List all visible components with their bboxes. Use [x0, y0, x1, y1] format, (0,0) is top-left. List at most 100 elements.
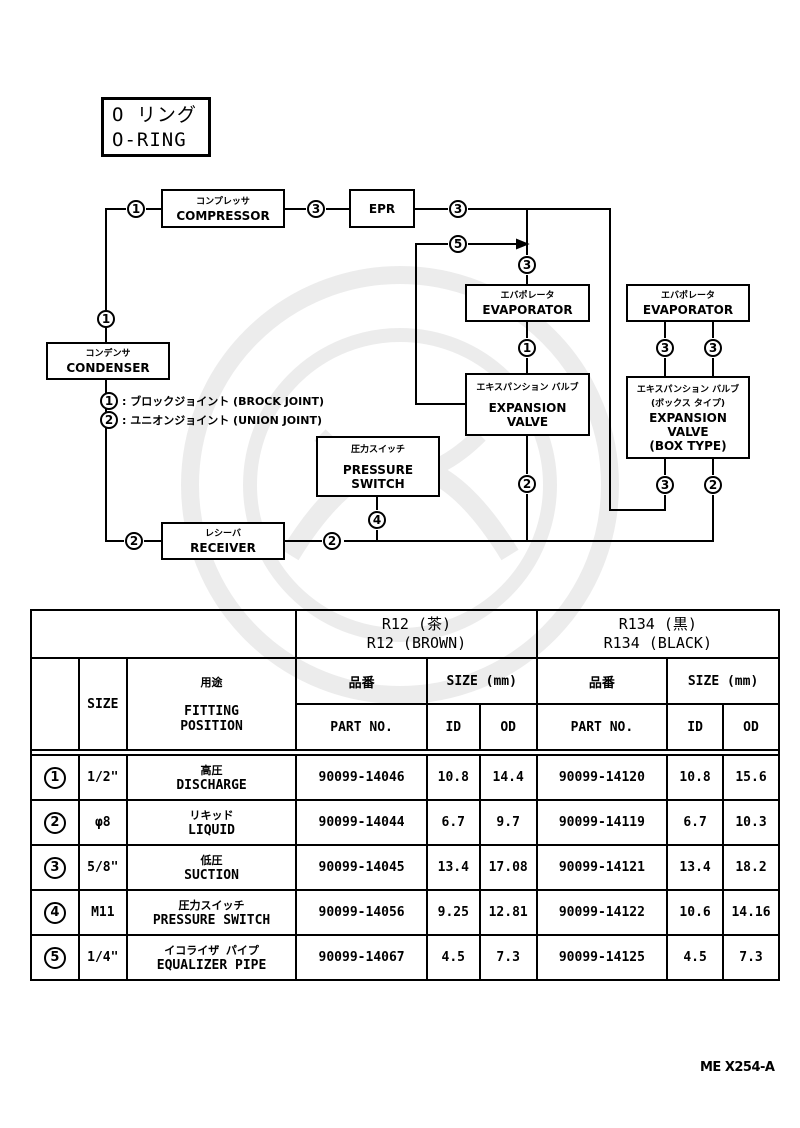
row-num: 1: [43, 766, 66, 789]
legend-node-1: 1: [100, 392, 118, 410]
evaporator2-label: EVAPORATOR: [642, 303, 734, 317]
row-r134-id: 4.5: [666, 934, 725, 981]
pressure-switch-label-2: SWITCH: [351, 476, 405, 491]
compressor-box: コンプレッサ COMPRESSOR: [161, 189, 285, 228]
row-r12-id: 6.7: [425, 799, 481, 846]
epr-label: EPR: [368, 201, 396, 216]
row-num: 3: [43, 856, 66, 879]
node-3: 3: [518, 256, 536, 274]
table-corner: [29, 609, 298, 659]
r134-part-no-jp: 品番: [535, 657, 669, 705]
row-r12-od: 12.81: [478, 889, 538, 936]
legend-node-2: 2: [100, 411, 118, 429]
node-3: 3: [656, 339, 674, 357]
legend-text-1: : ブロックジョイント (BROCK JOINT): [122, 395, 324, 408]
node-3: 3: [704, 339, 722, 357]
expansion-valve1-label-2: VALVE: [506, 414, 549, 429]
row-r134-od: 7.3: [722, 934, 780, 981]
r134-od-header: OD: [722, 703, 780, 751]
row-size: 1/4": [77, 934, 128, 981]
row-r12-part: 90099-14046: [295, 754, 428, 801]
node-4: 4: [368, 511, 386, 529]
r134-header-jp: R134 (黒): [618, 615, 697, 633]
o-ring-parts-table: R12 (茶) R12 (BROWN) R134 (黒) R134 (BLACK…: [29, 609, 781, 981]
node-2: 2: [704, 476, 722, 494]
row-r12-od: 17.08: [478, 844, 538, 891]
row-size: M11: [77, 889, 128, 936]
node-2: 2: [323, 532, 341, 550]
row-r134-part: 90099-14120: [535, 754, 669, 801]
row-num: 5: [43, 946, 66, 969]
evaporator2-label-jp: エバポレータ: [660, 291, 715, 301]
r134-header: R134 (黒) R134 (BLACK): [535, 609, 781, 659]
row-r134-part: 90099-14125: [535, 934, 669, 981]
evaporator1-label-jp: エバポレータ: [500, 291, 555, 301]
evaporator1-label: EVAPORATOR: [482, 303, 573, 317]
title-box: O リング O-RING: [101, 97, 211, 157]
row-r134-id: 13.4: [666, 844, 725, 891]
row-r134-part: 90099-14122: [535, 889, 669, 936]
expansion-valve-box-1: エキスパンション バルブ EXPANSION VALVE: [465, 373, 590, 436]
r12-part-no-jp: 品番: [295, 657, 428, 705]
expansion-valve-box-2: エキスパンション バルブ (ボックス タイプ) EXPANSION VALVE …: [626, 376, 750, 459]
fitting-position-header: 用途 FITTING POSITION: [125, 657, 298, 751]
expansion-valve1-label-jp: エキスパンション バルブ: [476, 382, 579, 393]
fitting-position-label: FITTING POSITION: [180, 703, 243, 734]
node-1: 1: [97, 310, 115, 328]
row-r12-part: 90099-14056: [295, 889, 428, 936]
row-r12-od: 14.4: [478, 754, 538, 801]
node-3: 3: [449, 200, 467, 218]
node-2: 2: [125, 532, 143, 550]
title-en: O-RING: [112, 129, 187, 151]
row-r12-id: 10.8: [425, 754, 481, 801]
row-num: 2: [43, 811, 66, 834]
evaporator-box-2: エバポレータ EVAPORATOR: [626, 284, 750, 322]
row-r134-part: 90099-14121: [535, 844, 669, 891]
row-r12-id: 13.4: [425, 844, 481, 891]
r12-od-header: OD: [478, 703, 538, 751]
compressor-label-jp: コンプレッサ: [196, 196, 250, 207]
row-r134-od: 14.16: [722, 889, 780, 936]
expansion-valve2-label-jp-1: エキスパンション バルブ: [636, 384, 740, 395]
condenser-box: コンデンサ CONDENSER: [46, 342, 170, 380]
row-r134-part: 90099-14119: [535, 799, 669, 846]
evaporator-box-1: エバポレータ EVAPORATOR: [465, 284, 590, 322]
condenser-label: CONDENSER: [66, 361, 150, 375]
pressure-switch-label-jp: 圧力スイッチ: [350, 444, 405, 455]
usage-jp: 用途: [200, 675, 223, 689]
r12-header-en: R12 (BROWN): [366, 634, 467, 652]
row-r12-part: 90099-14067: [295, 934, 428, 981]
condenser-label-jp: コンデンサ: [85, 349, 131, 359]
title-jp: O リング: [112, 104, 197, 126]
row-r134-id: 6.7: [666, 799, 725, 846]
row-size: 1/2": [77, 754, 128, 801]
r134-id-header: ID: [666, 703, 725, 751]
r12-header: R12 (茶) R12 (BROWN): [295, 609, 538, 659]
pressure-switch-box: 圧力スイッチ PRESSURE SWITCH: [316, 436, 440, 497]
receiver-box: レシーバ RECEIVER: [161, 522, 285, 560]
epr-box: EPR: [349, 189, 415, 228]
legend-text-2: : ユニオンジョイント (UNION JOINT): [122, 414, 322, 427]
r12-size-mm: SIZE (mm): [425, 657, 538, 705]
row-r12-part: 90099-14045: [295, 844, 428, 891]
row-r134-id: 10.8: [666, 754, 725, 801]
legend-brock-joint: 1 : ブロックジョイント (BROCK JOINT): [100, 392, 324, 410]
expansion-valve2-label-3: (BOX TYPE): [649, 438, 727, 453]
expansion-valve2-label-1: EXPANSION: [649, 410, 727, 425]
node-5: 5: [449, 235, 467, 253]
row-r12-id: 9.25: [425, 889, 481, 936]
size-header: SIZE: [77, 657, 128, 751]
node-3: 3: [656, 476, 674, 494]
pressure-switch-label-1: PRESSURE: [342, 462, 414, 477]
r134-part-no: PART NO.: [535, 703, 669, 751]
row-size: 5/8": [77, 844, 128, 891]
row-size: φ8: [77, 799, 128, 846]
expansion-valve1-label-1: EXPANSION: [488, 400, 567, 415]
